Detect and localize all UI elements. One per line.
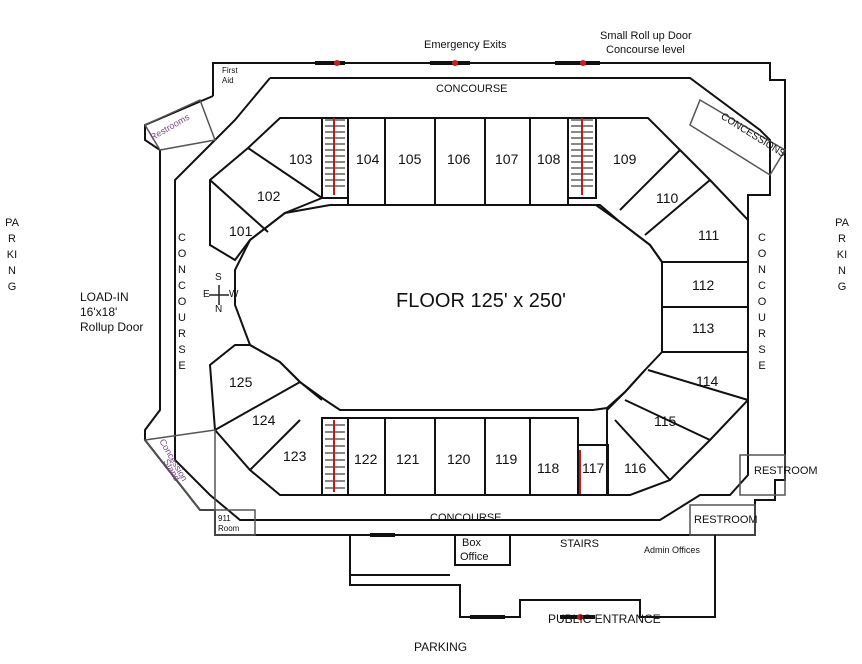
compass-n: N: [215, 304, 223, 315]
section-116[interactable]: 116: [624, 460, 647, 476]
compass-w: W: [229, 289, 239, 300]
load-in-size-label: 16'x18': [80, 305, 118, 319]
floor-label: FLOOR 125' x 250': [396, 290, 566, 312]
restroom-label-1: RESTROOM: [754, 465, 818, 477]
section-110[interactable]: 110: [656, 190, 679, 206]
parking-left-label: PARKING: [5, 217, 19, 293]
admin-offices-label: Admin Offices: [644, 545, 700, 555]
exit-dots: [334, 60, 586, 620]
box-office-label: Box: [462, 537, 481, 549]
parking-bottom-label: PARKING: [414, 640, 468, 654]
section-104[interactable]: 104: [356, 151, 380, 167]
section-123[interactable]: 123: [283, 448, 307, 464]
box-office-label-2: Office: [460, 551, 489, 563]
public-entrance-label: PUBLIC ENTRANCE: [548, 612, 661, 626]
section-108[interactable]: 108: [537, 151, 561, 167]
concourse-right-label: CONCOURSE: [757, 232, 767, 372]
section-118[interactable]: 118: [537, 460, 560, 476]
section-107[interactable]: 107: [495, 151, 519, 167]
section-113[interactable]: 113: [692, 320, 715, 336]
roll-up-door-label: Small Roll up Door: [600, 30, 692, 42]
seating-sections: [208, 117, 749, 496]
section-124[interactable]: 124: [252, 412, 276, 428]
compass-e: E: [203, 289, 210, 300]
room-911-label-2: Room: [218, 524, 240, 533]
section-105[interactable]: 105: [398, 151, 422, 167]
section-101[interactable]: 101: [229, 223, 253, 239]
section-114[interactable]: 114: [696, 373, 719, 389]
parking-right-label: PARKING: [835, 217, 849, 293]
section-121[interactable]: 121: [396, 451, 420, 467]
room-911-label: 911: [218, 514, 231, 523]
first-aid-label: First: [222, 66, 238, 75]
red-stair-rails: [333, 118, 583, 494]
concourse-level-label: Concourse level: [606, 44, 685, 56]
compass-s: S: [215, 272, 222, 283]
entrance-structures: [349, 534, 716, 618]
section-112[interactable]: 112: [692, 277, 715, 293]
load-in-label: LOAD-IN: [80, 290, 129, 304]
restroom-label-2: RESTROOM: [694, 514, 758, 526]
section-106[interactable]: 106: [447, 151, 471, 167]
concourse-bottom-label: CONCOURSE: [430, 512, 502, 524]
first-aid-label-2: Aid: [222, 76, 234, 85]
section-102[interactable]: 102: [257, 188, 281, 204]
section-120[interactable]: 120: [447, 451, 471, 467]
corner-rooms: [143, 98, 787, 536]
section-115[interactable]: 115: [654, 413, 677, 429]
rollup-door-label: Rollup Door: [80, 320, 144, 334]
section-119[interactable]: 119: [495, 451, 518, 467]
section-117[interactable]: 117: [582, 460, 605, 476]
compass-rose: [209, 285, 229, 305]
section-122[interactable]: 122: [354, 451, 378, 467]
section-125[interactable]: 125: [229, 374, 253, 390]
section-111[interactable]: 111: [698, 227, 720, 243]
section-109[interactable]: 109: [613, 151, 637, 167]
concourse-left-label: CONCOURSE: [177, 232, 187, 372]
stairs-label: STAIRS: [560, 538, 599, 550]
emergency-exits-label: Emergency Exits: [424, 39, 507, 51]
section-103[interactable]: 103: [289, 151, 313, 167]
concourse-top-label: CONCOURSE: [436, 83, 508, 95]
